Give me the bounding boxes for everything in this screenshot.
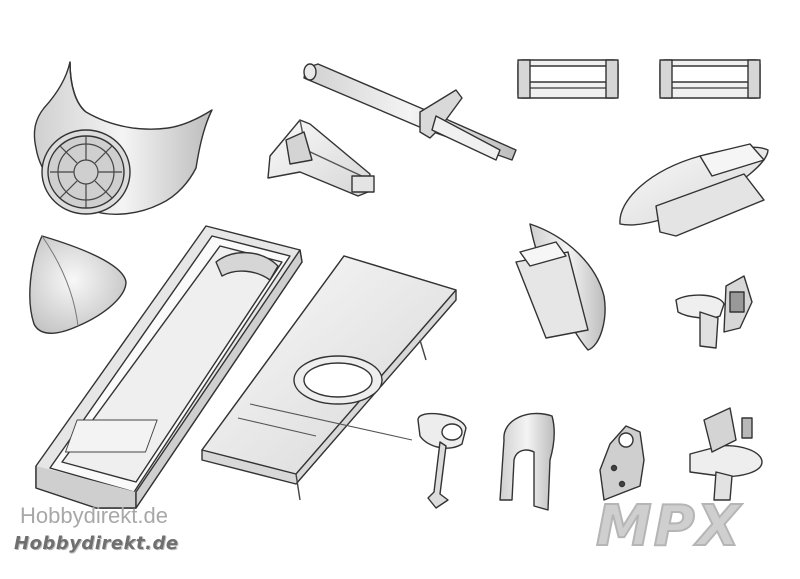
latch-connector-icon — [675, 275, 753, 349]
clip-left-icon — [517, 59, 619, 99]
canopy-hood-icon — [33, 61, 213, 215]
hatch-cover-icon — [64, 255, 457, 501]
nose-fairing-icon — [515, 223, 606, 351]
site-watermark-stylized: Hobbydirekt.de — [14, 533, 179, 554]
clip-right-icon — [659, 59, 761, 99]
wing-joiner-icon — [303, 63, 517, 161]
pushrod-guide-icon — [267, 119, 375, 197]
spinner-cone-icon — [29, 235, 127, 334]
mounting-plate-icon — [599, 425, 645, 501]
mpx-brand-logo: MPX — [595, 494, 742, 559]
control-horn-icon — [417, 412, 467, 509]
site-watermark-plain: Hobbydirekt.de — [20, 503, 168, 528]
fairing-cover-icon — [619, 143, 769, 237]
bracket-clip-icon — [499, 412, 555, 511]
canopy-latch-icon — [689, 407, 763, 501]
